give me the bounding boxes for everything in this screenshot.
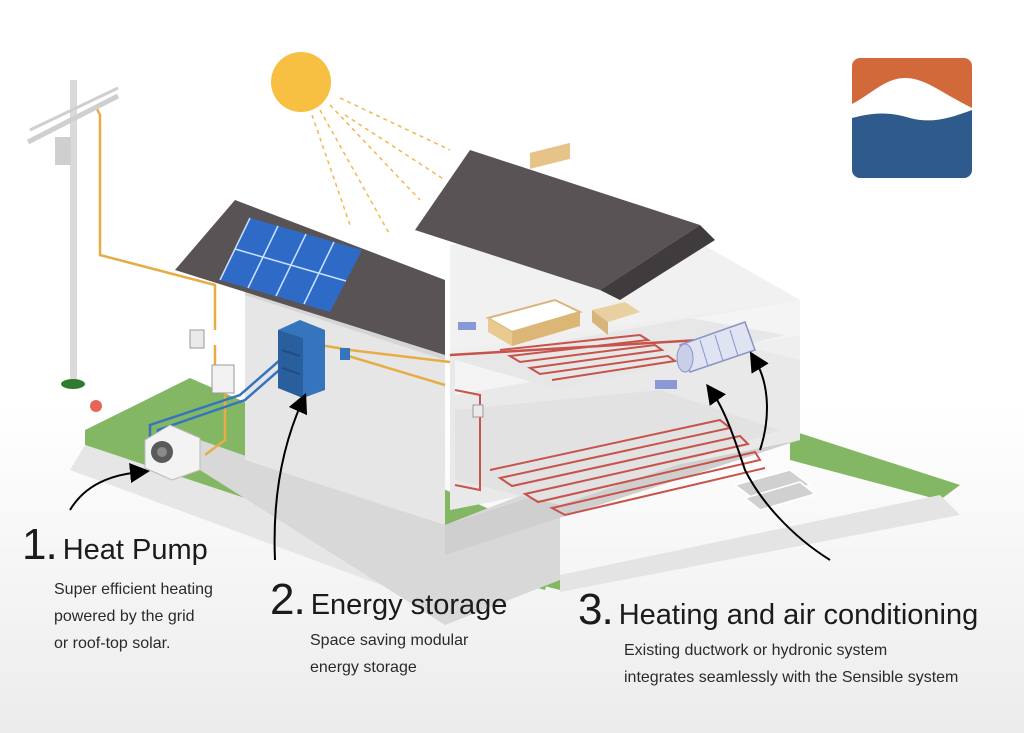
bed-icon [485, 142, 640, 346]
caption-description: Space saving modular energy storage [310, 627, 507, 681]
desc-line: Existing ductwork or hydronic system [624, 642, 888, 659]
heat-pump-unit-icon [144, 424, 201, 481]
desc-line: or roof-top solar. [54, 635, 171, 652]
utility-pole-icon [26, 80, 120, 389]
entry-steps [733, 469, 817, 511]
caption-title: Energy storage [310, 589, 508, 621]
battery-icon [278, 320, 350, 398]
caption-energy-storage: 2. Energy storage Space saving modular e… [270, 575, 507, 681]
desc-line: powered by the grid [54, 608, 195, 625]
callout-arrows [69, 351, 831, 561]
sun-icon [271, 52, 451, 236]
desc-line: Super efficient heating [54, 581, 213, 598]
desc-line: Space saving modular [310, 632, 469, 649]
caption-number: 3. [578, 585, 614, 634]
location-dot-icon [90, 400, 102, 412]
duct-icon [458, 321, 756, 389]
electric-meter [189, 329, 484, 418]
caption-description: Super efficient heating powered by the g… [54, 576, 213, 657]
caption-title: Heating and air conditioning [618, 599, 979, 631]
caption-heat-pump: 1. Heat Pump Super efficient heating pow… [22, 520, 213, 657]
solar-panel-icon [219, 217, 362, 312]
caption-number: 1. [22, 520, 58, 569]
brand-logo [852, 58, 972, 178]
desc-line: integrates seamlessly with the Sensible … [624, 669, 959, 686]
caption-number: 2. [270, 575, 306, 624]
caption-heating-ac: 3. Heating and air conditioning Existing… [578, 585, 978, 691]
caption-title: Heat Pump [62, 534, 208, 566]
radiant-floor-pipes [449, 333, 766, 517]
desc-line: energy storage [310, 659, 417, 676]
caption-description: Existing ductwork or hydronic system int… [624, 637, 978, 691]
sidewalk [70, 445, 960, 592]
